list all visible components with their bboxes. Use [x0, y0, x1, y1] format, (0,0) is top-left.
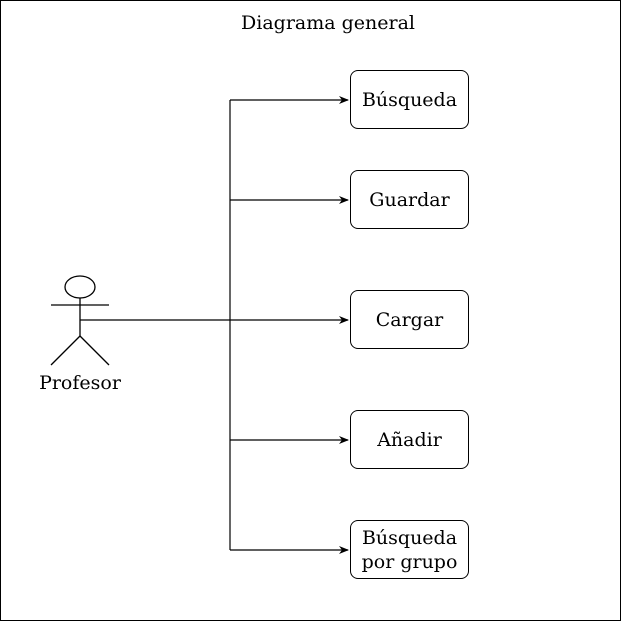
- diagram-title: Diagrama general: [241, 12, 415, 34]
- usecase-busqueda[interactable]: Búsqueda: [350, 70, 469, 129]
- connectors: [80, 96, 349, 554]
- usecase-cargar[interactable]: Cargar: [350, 290, 469, 349]
- usecase-guardar[interactable]: Guardar: [350, 170, 469, 229]
- actor-label: Profesor: [39, 372, 121, 394]
- usecase-anadir[interactable]: Añadir: [350, 410, 469, 469]
- actor-icon: [50, 275, 110, 366]
- usecase-busqueda-por-grupo[interactable]: Búsqueda por grupo: [350, 520, 469, 579]
